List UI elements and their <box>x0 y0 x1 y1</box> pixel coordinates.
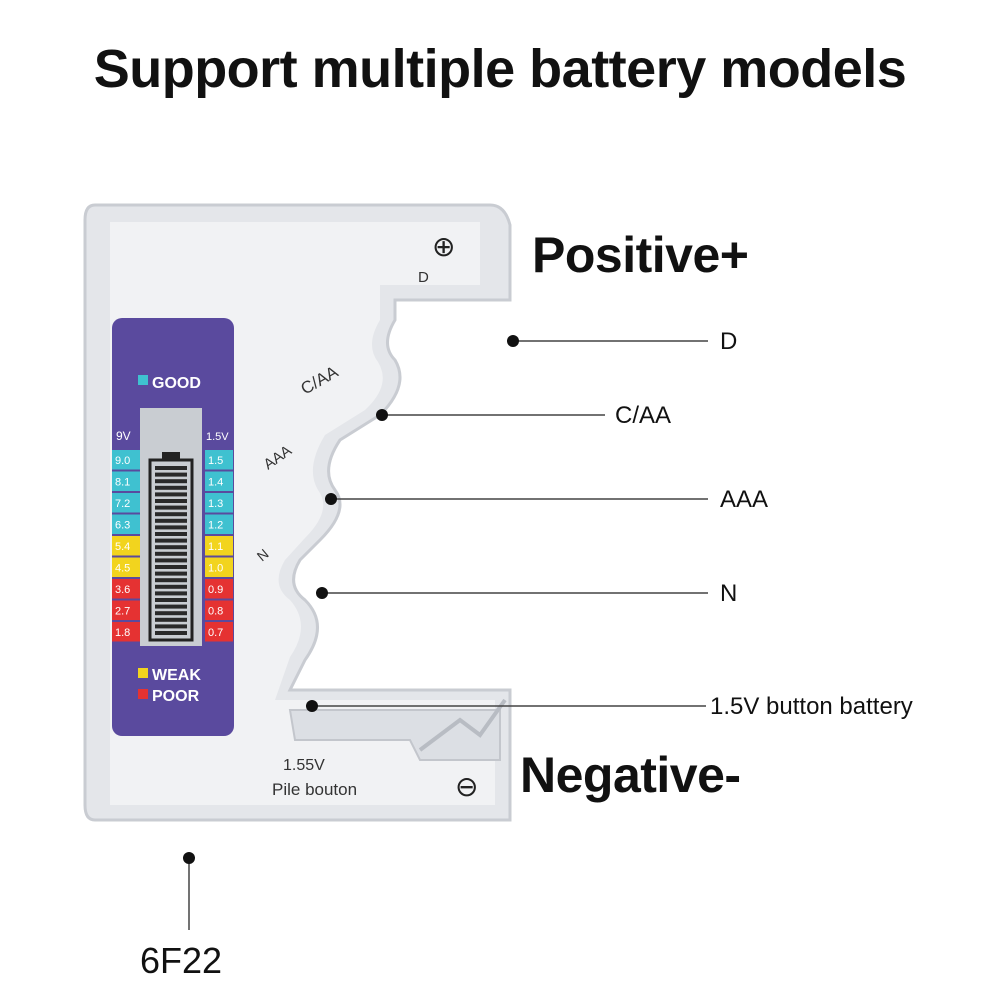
button-pile-text: Pile bouton <box>272 780 357 799</box>
button-voltage-text: 1.55V <box>283 757 325 774</box>
scale-right-swatch <box>205 600 233 620</box>
scale-left-value: 4.5 <box>115 563 130 575</box>
poor-label: POOR <box>152 688 200 705</box>
good-label: GOOD <box>152 375 201 392</box>
scale-left-value: 1.8 <box>115 627 130 639</box>
negative-label: Negative- <box>520 747 741 803</box>
scale-right-value: 0.7 <box>208 627 223 639</box>
scale-right-value: 1.3 <box>208 498 223 510</box>
callout-dot-button <box>306 700 318 712</box>
scale-left-swatch <box>112 579 140 599</box>
scale-right-value: 0.8 <box>208 606 223 618</box>
lcd-segment <box>155 532 187 536</box>
slot-label-d: D <box>418 269 429 286</box>
lcd-segment <box>155 578 187 583</box>
lcd-segment <box>155 584 187 589</box>
lcd-segment <box>155 479 187 484</box>
lcd-segment <box>155 466 187 470</box>
minus-icon: ⊖ <box>455 770 478 803</box>
right-scale-header: 1.5V <box>206 431 229 443</box>
scale-right-swatch <box>205 514 233 534</box>
lcd-segment <box>155 505 187 510</box>
scale-left-value: 2.7 <box>115 606 130 618</box>
scale-right-value: 1.1 <box>208 541 223 553</box>
callout-c-aa: C/AA <box>615 402 672 429</box>
lcd-segment <box>155 598 187 602</box>
scale-left-value: 6.3 <box>115 520 130 532</box>
scale-right-swatch <box>205 622 233 642</box>
scale-right-swatch <box>205 493 233 513</box>
scale-left-swatch <box>112 600 140 620</box>
scale-left-swatch <box>112 450 140 470</box>
scale-left-value: 8.1 <box>115 477 130 489</box>
scale-right-swatch <box>205 536 233 556</box>
lcd-segment <box>155 565 187 569</box>
page-headline: Support multiple battery models <box>93 39 907 99</box>
lcd-segment <box>155 558 187 563</box>
lcd-segment <box>155 525 187 530</box>
lcd-segment <box>155 485 187 490</box>
lcd-segment <box>155 571 187 576</box>
callout-button-battery: 1.5V button battery <box>710 693 913 720</box>
scale-left-swatch <box>112 514 140 534</box>
callout-d: D <box>720 328 738 355</box>
lcd-segment <box>155 611 187 616</box>
callout-n: N <box>720 580 738 607</box>
lcd-segment <box>155 472 187 477</box>
lcd-segment <box>155 492 187 497</box>
battery-icon-tip <box>162 452 180 460</box>
weak-swatch <box>138 668 148 678</box>
scale-left-value: 7.2 <box>115 498 130 510</box>
lcd-segment <box>155 545 187 550</box>
scale-right-value: 1.4 <box>208 477 223 489</box>
callout-aaa: AAA <box>720 486 769 513</box>
callout-dot-d <box>507 335 519 347</box>
weak-label: WEAK <box>152 667 201 684</box>
lcd-segment <box>155 512 187 517</box>
lcd-segment <box>155 499 187 503</box>
scale-left-swatch <box>112 557 140 577</box>
left-scale-header: 9V <box>116 429 131 443</box>
scale-left-value: 9.0 <box>115 455 130 467</box>
scale-left-swatch <box>112 536 140 556</box>
callout-dot-6f22 <box>183 852 195 864</box>
lcd-segment <box>155 518 187 523</box>
scale-right-value: 0.9 <box>208 584 223 596</box>
lcd-segment <box>155 538 187 543</box>
lcd-segment <box>155 631 187 635</box>
scale-right-swatch <box>205 471 233 491</box>
scale-right-swatch <box>205 579 233 599</box>
poor-swatch <box>138 689 148 699</box>
scale-left-swatch <box>112 493 140 513</box>
lcd-segment <box>155 604 187 609</box>
scale-left-value: 5.4 <box>115 541 130 553</box>
lcd-segment <box>155 617 187 622</box>
scale-right-value: 1.5 <box>208 455 223 467</box>
spring-contact <box>418 698 507 752</box>
callout-dot-aaa <box>325 493 337 505</box>
lcd-segment <box>155 591 187 596</box>
scale-left-swatch <box>112 471 140 491</box>
callout-6f22: 6F22 <box>140 940 223 981</box>
scale-right-swatch <box>205 557 233 577</box>
scale-right-value: 1.2 <box>208 520 223 532</box>
plus-icon: ⊕ <box>432 230 455 263</box>
good-swatch <box>138 375 148 385</box>
callout-dot-n <box>316 587 328 599</box>
callout-dot-c-aa <box>376 409 388 421</box>
scale-left-swatch <box>112 622 140 642</box>
scale-right-swatch <box>205 450 233 470</box>
lcd-segment <box>155 551 187 556</box>
positive-label: Positive+ <box>532 227 749 283</box>
scale-right-value: 1.0 <box>208 563 223 575</box>
lcd-segment <box>155 624 187 629</box>
scale-left-value: 3.6 <box>115 584 130 596</box>
